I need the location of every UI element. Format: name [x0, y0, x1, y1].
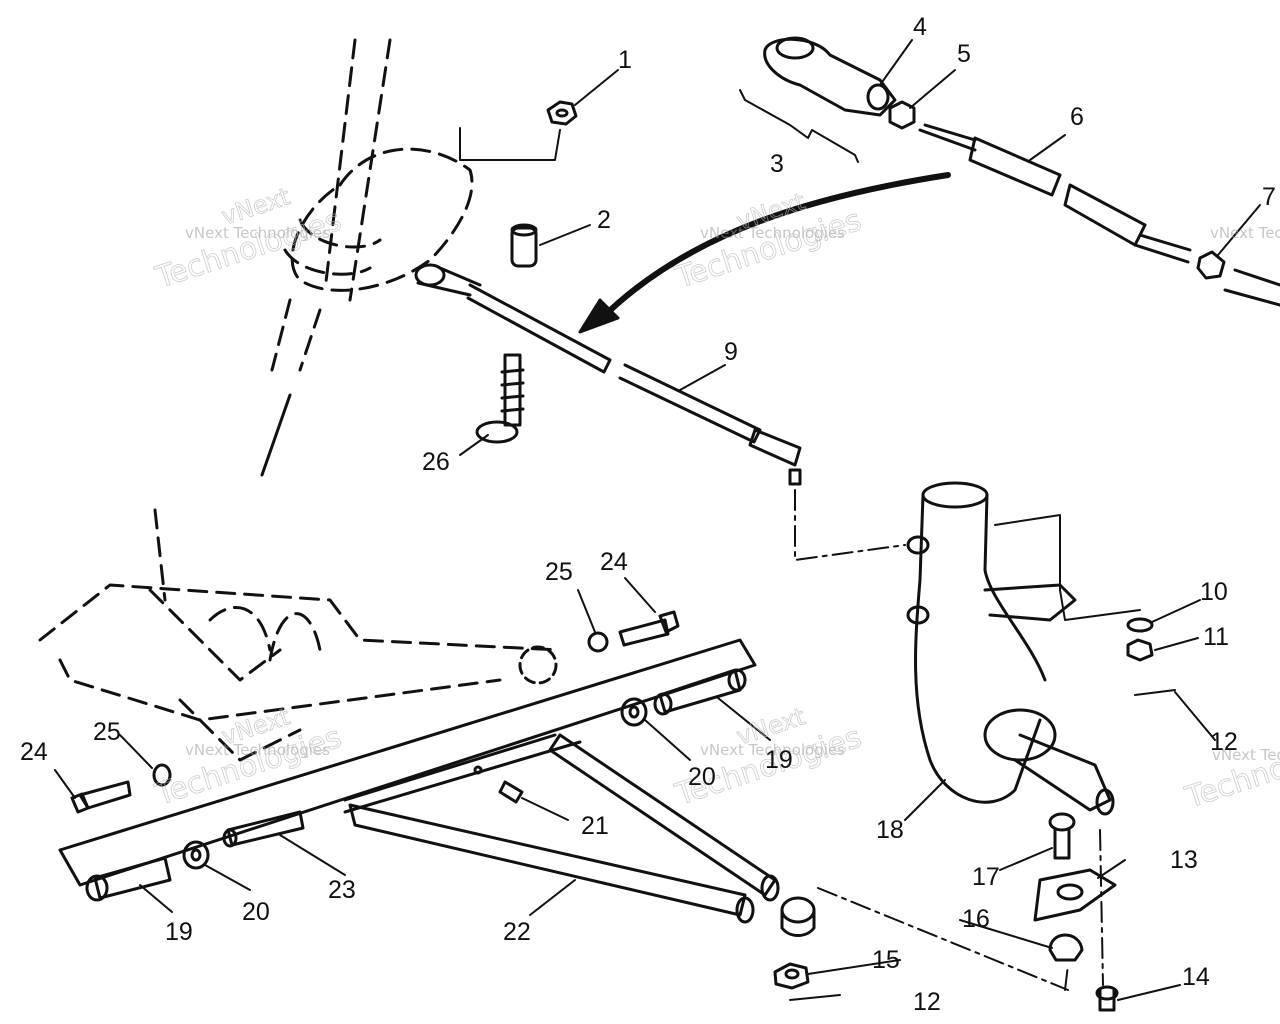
cotter-pin-upper — [1134, 689, 1176, 696]
callout-20-right: 20 — [688, 763, 716, 791]
watermark-8: vNext Technologies — [185, 741, 330, 759]
direction-arrow — [597, 172, 951, 323]
callout-1: 1 — [618, 46, 632, 74]
watermark-14: vNext Technologies — [1212, 746, 1280, 764]
washer-10 — [1126, 617, 1154, 633]
a-arm — [58, 638, 780, 924]
washer-left-hole — [190, 848, 202, 862]
callout-25-right: 25 — [545, 558, 573, 586]
assembly-lines — [794, 489, 1104, 991]
callout-19-left: 19 — [165, 918, 193, 946]
dust-boot — [1048, 933, 1084, 962]
bolt-17 — [1048, 812, 1076, 860]
callout-4: 4 — [913, 13, 927, 41]
callout-7: 7 — [1262, 183, 1276, 211]
watermark-1: vNext Technologies — [185, 224, 330, 242]
bolt-left — [70, 780, 132, 814]
brake-bracket — [1033, 868, 1117, 922]
callout-18: 18 — [876, 816, 904, 844]
nut — [546, 100, 578, 126]
bolt-right — [618, 610, 680, 647]
washer-25-right — [587, 631, 609, 653]
direction-arrowhead — [578, 298, 620, 334]
callout-13: 13 — [1170, 846, 1198, 874]
tie-rod-sleeve — [918, 123, 1280, 307]
callout-22: 22 — [503, 918, 531, 946]
callout-21: 21 — [581, 812, 609, 840]
washer-right — [620, 697, 648, 727]
watermark-4: vNext Technologies — [700, 224, 845, 242]
callout-labels: 1 2 3 4 5 6 7 9 10 11 12 13 14 15 16 17 … — [20, 13, 1276, 1016]
pivot-tube — [222, 810, 305, 848]
tie-rod — [414, 263, 802, 486]
callout-9: 9 — [724, 338, 738, 366]
callout-16: 16 — [962, 905, 990, 933]
callout-12-lower: 12 — [913, 988, 941, 1016]
callout-17: 17 — [972, 863, 1000, 891]
callout-24-left: 24 — [20, 738, 48, 766]
castle-nut — [773, 962, 810, 990]
pivot-bushing-right — [653, 668, 747, 716]
callout-25-left: 25 — [93, 718, 121, 746]
steering-post-phantom — [270, 38, 474, 372]
callout-2: 2 — [597, 206, 611, 234]
callout-10: 10 — [1200, 578, 1228, 606]
flange-bolt — [475, 353, 525, 444]
bushing — [510, 223, 538, 268]
callout-23: 23 — [328, 876, 356, 904]
spindle — [906, 481, 1115, 816]
callout-11: 11 — [1203, 623, 1229, 651]
washer-left — [182, 840, 210, 870]
pivot-bushing-left — [85, 856, 172, 902]
grease-fitting — [473, 765, 524, 804]
bolt-14 — [1095, 985, 1119, 1012]
callout-15: 15 — [872, 946, 900, 974]
callout-19-right: 19 — [765, 746, 793, 774]
watermark-11: vNext Technologies — [700, 741, 845, 759]
callout-5: 5 — [957, 40, 971, 68]
callout-6: 6 — [1070, 103, 1084, 131]
frame-pivot-mount — [518, 645, 558, 685]
steering-post-lower-line — [260, 393, 292, 477]
bracket-10 — [1059, 589, 1141, 621]
washer-right-hole — [628, 705, 640, 719]
ball-joint-housing — [780, 896, 816, 937]
frame-phantom — [38, 508, 562, 762]
bracket-3 — [739, 89, 859, 163]
leader-bracket-1 — [459, 127, 561, 161]
callout-14: 14 — [1182, 963, 1210, 991]
callout-3: 3 — [770, 150, 784, 178]
callout-24-right: 24 — [600, 548, 628, 576]
bracket-spindle — [994, 514, 1061, 591]
callout-20-left: 20 — [242, 898, 270, 926]
callout-12-upper: 12 — [1210, 728, 1238, 756]
watermark-group: vNext Technologies Technologies vNext vN… — [150, 182, 1280, 816]
washer-25-left — [152, 763, 172, 787]
rod-end — [763, 36, 897, 117]
jam-nut — [888, 100, 916, 130]
cotter-pin-lower — [789, 994, 841, 1001]
watermark-7: vNext Technologies — [1210, 224, 1280, 242]
nut-11 — [1126, 638, 1154, 662]
leader-lines — [54, 39, 1261, 1001]
callout-26: 26 — [422, 448, 450, 476]
